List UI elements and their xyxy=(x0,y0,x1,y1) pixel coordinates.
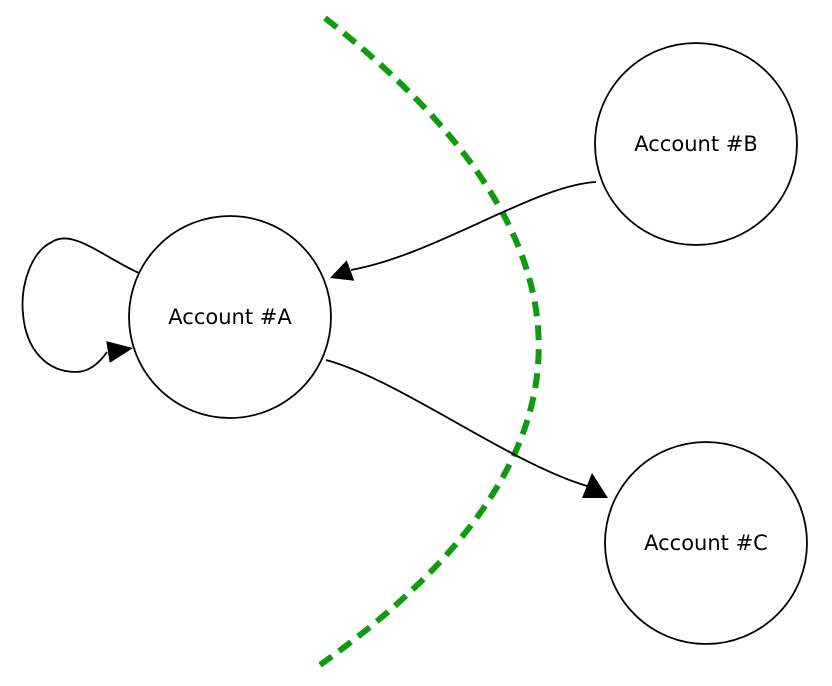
edge-a-to-c-line xyxy=(325,359,588,487)
boundary-dashed-curve xyxy=(318,15,542,668)
edge-layer xyxy=(21,181,597,487)
node-account-a: Account #A xyxy=(128,215,332,419)
node-account-b: Account #B xyxy=(594,42,798,246)
edge-a-to-c-arrowhead-icon xyxy=(582,473,608,498)
node-label-account-a: Account #A xyxy=(168,305,292,329)
node-layer: Account #A Account #B Account #C xyxy=(128,42,808,645)
edge-a-self-loop-line xyxy=(21,237,140,373)
edge-a-self-loop-arrowhead-icon xyxy=(106,341,133,363)
node-circle-account-b xyxy=(594,42,798,246)
node-circle-account-a xyxy=(128,215,332,419)
node-circle-account-c xyxy=(604,441,808,645)
node-label-account-b: Account #B xyxy=(634,132,757,156)
node-label-account-c: Account #C xyxy=(644,531,768,555)
arrowhead-layer xyxy=(106,260,608,498)
edge-b-to-a-arrowhead-icon xyxy=(330,260,355,281)
edge-b-to-a-line xyxy=(350,181,597,271)
node-account-c: Account #C xyxy=(604,441,808,645)
